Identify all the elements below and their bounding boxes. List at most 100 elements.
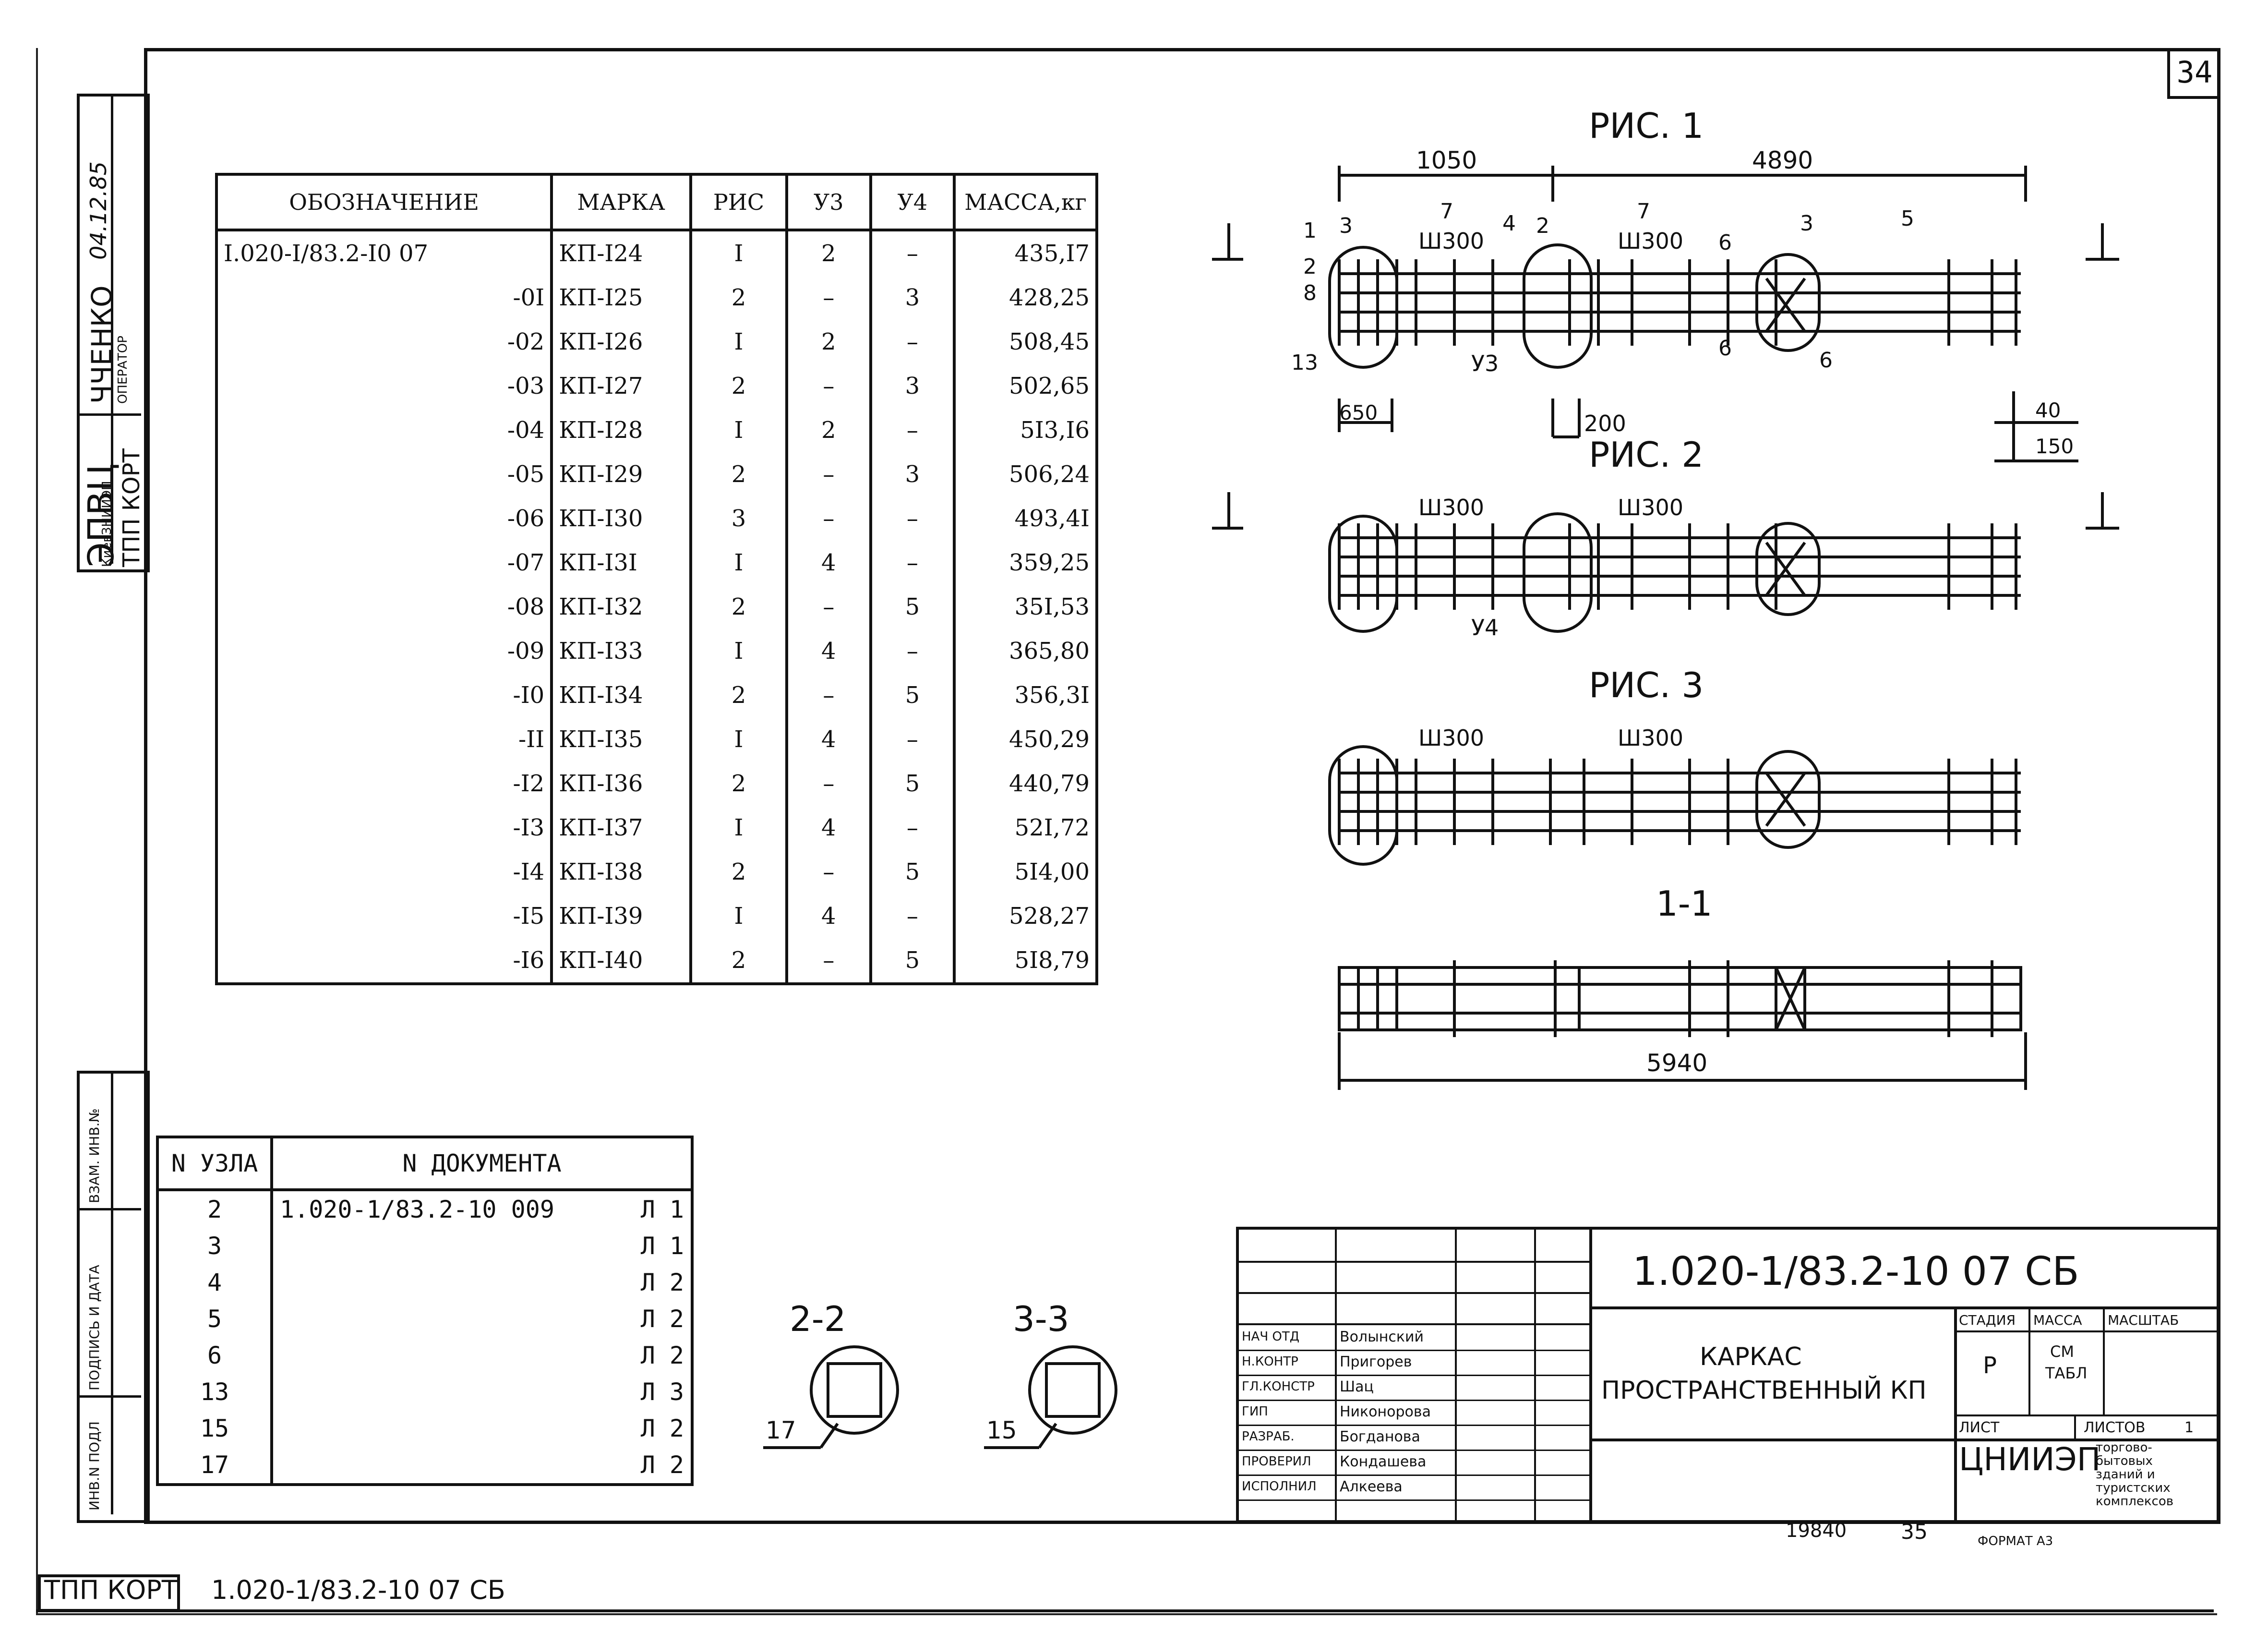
table-cell: – <box>785 850 872 894</box>
table-cell: 2 <box>156 1190 273 1228</box>
table-cell: -I0 <box>215 673 553 717</box>
table-cell: 6 <box>156 1337 273 1374</box>
table-cell: 508,45 <box>953 320 1098 364</box>
table-cell: КП-I25 <box>550 276 692 320</box>
position-label: 7 <box>1637 199 1650 224</box>
operator-stamp: ЭПВЦ КиевЗНИИЭП ТПП КОРТ ЧЧЕНКО ОПЕРАТОР… <box>77 94 150 572</box>
organization-name: ЦНИИЭП <box>1959 1441 2101 1478</box>
position-label: 1 <box>1303 218 1317 243</box>
table-cell: 3 <box>869 452 956 496</box>
table-cell: 2 <box>785 320 872 364</box>
side-columns: ВЗАМ. ИНВ.№ ПОДПИСЬ И ДАТА ИНВ.N ПОДЛ <box>77 1071 150 1523</box>
table-cell: – <box>785 762 872 806</box>
table-cell: КП-I26 <box>550 320 692 364</box>
mass-value: ТАБЛ <box>2045 1364 2088 1382</box>
footer-tp-label: ТПП КОРТ <box>44 1575 178 1605</box>
table-cell: – <box>869 541 956 585</box>
table-cell: -I5 <box>215 894 553 938</box>
fig3-frame <box>1328 745 2021 866</box>
table-cell: 5 <box>869 673 956 717</box>
table-cell: -I3 <box>215 806 553 850</box>
document-name-line2: ПРОСТРАНСТВЕННЫЙ КП <box>1601 1376 1927 1405</box>
table-cell: 5 <box>156 1301 273 1337</box>
signer-role: РАЗРАБ. <box>1242 1429 1295 1444</box>
table-cell: Л 2 <box>621 1410 694 1447</box>
table-cell: – <box>869 806 956 850</box>
mass-value: СМ <box>2050 1342 2074 1361</box>
position-label: 13 <box>1291 351 1318 375</box>
table-cell: – <box>869 230 956 276</box>
sheets-value: 1 <box>2184 1419 2194 1436</box>
table-cell: 2 <box>785 230 872 276</box>
signer-name: Алкеева <box>1340 1478 1403 1495</box>
section-1-1-title: 1-1 <box>1656 883 1713 924</box>
table-cell: -II <box>215 717 553 762</box>
table-cell: -07 <box>215 541 553 585</box>
table-cell: КП-I33 <box>550 629 692 673</box>
table-cell: – <box>785 585 872 629</box>
stage-value: Р <box>1983 1352 1997 1379</box>
stage-label: СТАДИЯ <box>1959 1312 2016 1328</box>
table-cell: 450,29 <box>953 717 1098 762</box>
table-cell: – <box>869 496 956 541</box>
signer-role: НАЧ ОТД <box>1242 1330 1300 1344</box>
signer-role: ПРОВЕРИЛ <box>1242 1454 1311 1469</box>
dim-label: 40 <box>2035 399 2061 422</box>
section-2-2-title: 2-2 <box>790 1299 846 1339</box>
table-cell: 2 <box>689 850 789 894</box>
table-cell: – <box>785 673 872 717</box>
table-cell: 4 <box>785 806 872 850</box>
table-cell: 4 <box>785 541 872 585</box>
table-cell: I <box>689 541 789 585</box>
position-label: 5 <box>1901 206 1914 231</box>
table-cell: 4 <box>785 717 872 762</box>
position-label: 7 <box>1440 199 1453 224</box>
position-label: 6 <box>1718 336 1732 361</box>
dim-label: 150 <box>2035 435 2074 458</box>
table-cell: 3 <box>156 1228 273 1264</box>
table-cell: КП-I3I <box>550 541 692 585</box>
table-cell: КП-I29 <box>550 452 692 496</box>
table-cell: КП-I35 <box>550 717 692 762</box>
table-cell: КП-I32 <box>550 585 692 629</box>
table-cell: – <box>869 629 956 673</box>
section-3-3-title: 3-3 <box>1013 1299 1069 1339</box>
rebar-spacing-label: Ш300 <box>1418 228 1484 254</box>
fig2-title: РИС. 2 <box>1589 435 1704 475</box>
table-cell: -I2 <box>215 762 553 806</box>
table-cell: КП-I28 <box>550 408 692 452</box>
marks-table: ОБОЗНАЧЕНИЕ МАРКА РИС У3 У4 МАССА,кг I.0… <box>215 173 1098 985</box>
table-cell: 493,4I <box>953 496 1098 541</box>
position-label: 6 <box>1819 348 1833 373</box>
table-cell: I <box>689 894 789 938</box>
table-cell <box>270 1337 622 1374</box>
table-cell: 506,24 <box>953 452 1098 496</box>
rebar-spacing-label: Ш300 <box>1618 228 1683 254</box>
drawing-frame <box>144 48 2220 1524</box>
col-header: ОБОЗНАЧЕНИЕ <box>215 173 553 231</box>
rebar-spacing-label: Ш300 <box>1618 495 1683 520</box>
table-cell: 5I3,I6 <box>953 408 1098 452</box>
col-header: У4 <box>869 173 956 231</box>
table-cell: – <box>785 364 872 408</box>
table-cell: КП-I30 <box>550 496 692 541</box>
position-label: 15 <box>986 1416 1017 1444</box>
table-cell: 3 <box>869 364 956 408</box>
table-cell: 1.020-1/83.2-10 009 <box>270 1190 622 1228</box>
